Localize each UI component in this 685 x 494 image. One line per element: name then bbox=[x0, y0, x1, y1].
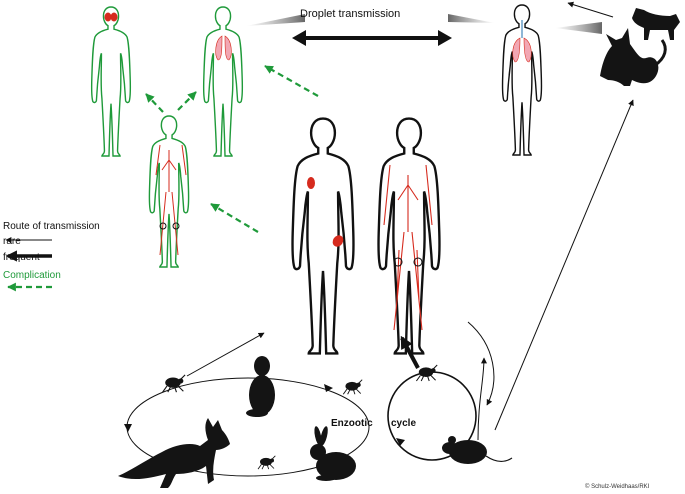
transmission-arrows bbox=[186, 1, 634, 441]
dog-icon bbox=[632, 8, 680, 40]
fox-icon bbox=[118, 418, 230, 488]
cat-icon bbox=[600, 28, 667, 86]
lung-icon bbox=[215, 35, 232, 61]
legend-frequent-label: frequent bbox=[3, 252, 40, 263]
flea-icon bbox=[162, 374, 186, 393]
enzootic-label: Enzootic bbox=[331, 418, 373, 429]
legend-rare-label: rare bbox=[3, 236, 21, 247]
prairie-dog-icon bbox=[246, 356, 275, 417]
enzootic-cycle bbox=[124, 377, 370, 477]
human-bubonic-figure bbox=[291, 117, 355, 355]
flea-icon bbox=[415, 364, 438, 382]
legend bbox=[5, 237, 52, 292]
droplet-transmission-label: Droplet transmission bbox=[300, 8, 401, 20]
human-septicemic-figure bbox=[148, 115, 190, 268]
human-septicemic-large-figure bbox=[377, 117, 441, 355]
brain-icon bbox=[104, 12, 118, 22]
bubo-axilla bbox=[307, 177, 315, 189]
flea-icon bbox=[342, 379, 363, 395]
complication-arrows bbox=[145, 65, 319, 233]
mouse-icon bbox=[442, 436, 513, 464]
legend-complication-label: Complication bbox=[3, 270, 61, 281]
human-pneumonic-large-figure bbox=[501, 4, 543, 156]
lung-icon bbox=[512, 37, 532, 63]
droplet-transmission-arrows bbox=[246, 14, 602, 46]
flea-icon bbox=[257, 455, 276, 470]
copyright-label: © Schulz-Weidhaas/RKI bbox=[585, 484, 650, 490]
rabbit-icon bbox=[310, 426, 356, 481]
human-pneumonic-figure bbox=[202, 6, 244, 157]
legend-title: Route of transmission bbox=[3, 221, 100, 232]
cycle-label: cycle bbox=[391, 418, 417, 429]
bubo-groin bbox=[332, 235, 344, 247]
human-meningitis-figure bbox=[90, 6, 132, 157]
